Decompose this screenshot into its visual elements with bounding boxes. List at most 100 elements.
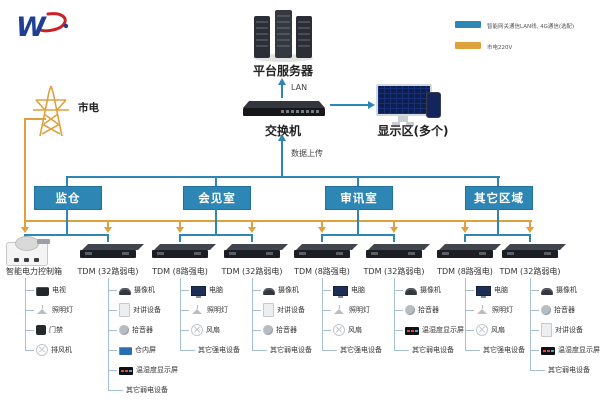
item-label: 对讲设备 [277, 306, 305, 314]
room-bracket-line [179, 234, 253, 236]
upload-arrow-up-icon [278, 134, 286, 141]
display-label: 显示区(多个) [377, 124, 449, 138]
upload-line [281, 140, 283, 176]
lan-arrow-up-icon [278, 78, 286, 85]
camera-icon [541, 288, 553, 295]
item-label: 照明灯 [52, 306, 73, 314]
room-box-qitaquyu: 其它区域 [465, 186, 533, 210]
item-label: 温湿度显示屏 [422, 326, 464, 334]
device-label: TDM (8路强电) [437, 267, 493, 276]
list-item: 温湿度显示屏 [530, 344, 600, 356]
list-item: 电视 [25, 284, 66, 296]
list-item: 对讲设备 [530, 323, 583, 337]
item-label: 风扇 [491, 326, 505, 334]
list-item: 对讲设备 [252, 303, 305, 317]
item-label: 电脑 [494, 286, 508, 294]
lamp-icon [333, 304, 346, 316]
device-stub-line [179, 234, 181, 242]
list-item: 摄像机 [394, 284, 441, 296]
list-item: 其它强电设备 [180, 344, 240, 356]
device-label: TDM (8路强电) [152, 267, 208, 276]
door-icon [36, 325, 46, 335]
mains-label: 市电 [78, 102, 99, 114]
humiture-display-icon [541, 346, 555, 355]
mains-drop-line [464, 222, 466, 227]
switch-icon [243, 101, 325, 116]
mains-drop-arrow-icon [461, 227, 469, 233]
room-stub-line [497, 176, 499, 186]
camera-icon [263, 288, 275, 295]
device-label: TDM (32路弱电) [77, 267, 139, 276]
list-item: 其它弱电设备 [394, 344, 454, 356]
list-item: 排风机 [25, 344, 72, 356]
item-label: 对讲设备 [133, 306, 161, 314]
column-line [322, 278, 323, 350]
list-item: 风扇 [180, 324, 220, 336]
mains-trunk-line [24, 220, 532, 222]
item-label: 拾音器 [418, 306, 439, 314]
fan-icon [476, 324, 488, 336]
computer-icon [333, 285, 348, 298]
list-item: 拾音器 [530, 304, 575, 316]
device-stub-line [393, 234, 395, 242]
mains-drop-arrow-icon [318, 227, 326, 233]
list-item: 照明灯 [465, 304, 513, 316]
device-stub-line [464, 234, 466, 242]
column-line [530, 278, 531, 370]
display-monitor-icon [376, 84, 432, 122]
mic-icon [263, 325, 273, 335]
item-label: 拾音器 [276, 326, 297, 334]
item-label: 拾音器 [132, 326, 153, 334]
mic-icon [119, 325, 129, 335]
upload-label: 数据上传 [291, 149, 323, 158]
humiture-display-icon [119, 366, 133, 375]
list-item: 其它弱电设备 [108, 384, 168, 396]
column-line [180, 278, 181, 350]
tdm-rack-icon [502, 250, 558, 258]
mains-drop-arrow-icon [526, 227, 534, 233]
device-stub-line [321, 234, 323, 242]
computer-icon [476, 285, 491, 298]
tdm-rack-icon [437, 250, 493, 258]
lan-line [281, 84, 283, 98]
item-label: 风扇 [206, 326, 220, 334]
item-label: 其它强电设备 [198, 346, 240, 354]
power-box-tag [37, 239, 50, 244]
camera-icon [119, 288, 131, 295]
item-label: 摄像机 [420, 286, 441, 294]
item-label: 照明灯 [207, 306, 228, 314]
fan-icon [191, 324, 203, 336]
room-down-line [66, 208, 68, 236]
list-item: 风扇 [322, 324, 362, 336]
room-stub-line [215, 176, 217, 186]
display-arrow-right-icon [368, 101, 375, 109]
list-item: 风扇 [465, 324, 505, 336]
lan-label: LAN [291, 83, 308, 92]
item-label: 照明灯 [349, 306, 370, 314]
device-label: TDM (8路强电) [294, 267, 350, 276]
item-label: 风扇 [348, 326, 362, 334]
item-label: 其它强电设备 [483, 346, 525, 354]
list-item: 照明灯 [25, 304, 73, 316]
legend-mains-label: 市电220V [487, 45, 513, 51]
item-label: 摄像机 [134, 286, 155, 294]
server-label: 平台服务器 [252, 64, 313, 78]
list-item: 拾音器 [108, 324, 153, 336]
list-item: 摄像机 [530, 284, 577, 296]
item-label: 其它弱电设备 [270, 346, 312, 354]
tdm-rack-icon [152, 250, 208, 258]
room-stub-line [357, 176, 359, 186]
company-logo: W [16, 12, 69, 43]
device-stub-line [107, 234, 109, 242]
room-down-line [497, 208, 499, 236]
column-line [25, 278, 26, 350]
intercom-icon [541, 323, 552, 337]
list-item: 其它强电设备 [465, 344, 525, 356]
item-label: 摄像机 [278, 286, 299, 294]
item-label: 照明灯 [492, 306, 513, 314]
smart-power-box-icon [6, 236, 50, 266]
room-bracket-line [24, 234, 109, 236]
list-item: 电脑 [465, 284, 508, 298]
item-label: 排风机 [51, 346, 72, 354]
column-line [394, 278, 395, 350]
